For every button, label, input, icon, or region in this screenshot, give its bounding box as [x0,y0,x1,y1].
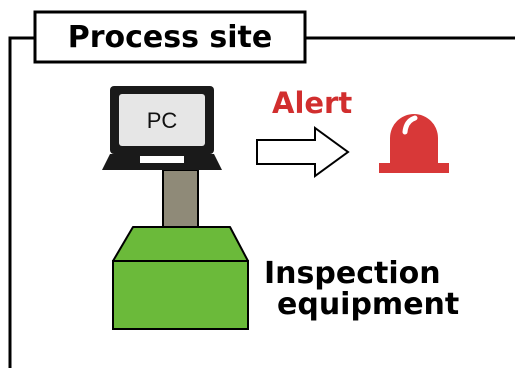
frame-title: Process site [68,20,273,55]
frame-left-border [8,36,35,368]
laptop-icon: PC [102,86,222,170]
warning-lamp-highlight [402,115,418,135]
inspection-equipment-box [112,226,249,330]
process-site-frame [8,36,515,368]
laptop-screen [119,94,205,146]
pc-stand-connector [162,169,199,231]
warning-lamp-base [379,163,449,173]
title-box-border [33,10,307,64]
equipment-label-line2: equipment [277,287,459,322]
title-box: Process site [33,10,307,64]
equipment-box-front [112,260,249,330]
warning-lamp-icon [379,114,449,173]
equipment-box-top [112,226,249,262]
pc-label: PC [147,108,178,133]
alert-arrow-icon [256,126,350,178]
warning-lamp-dome [390,114,438,163]
alert-label: Alert [272,86,352,120]
laptop-trackpad [140,156,184,163]
equipment-label-line1: Inspection [264,256,441,291]
